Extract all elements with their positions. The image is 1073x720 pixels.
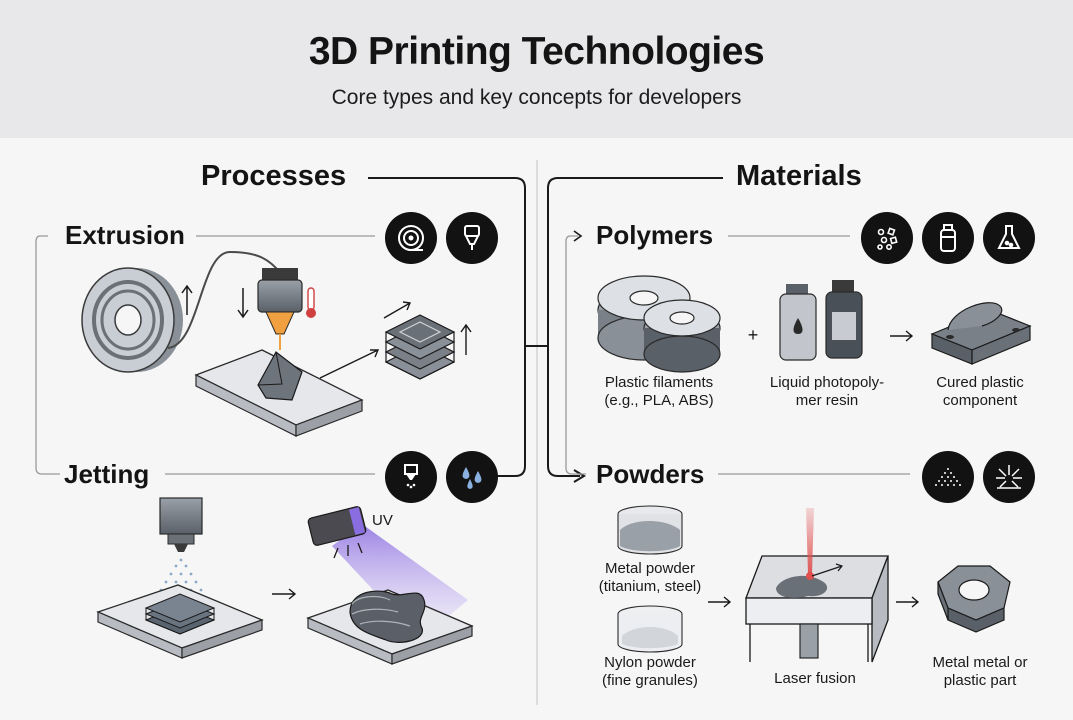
jetting-build-plate [96, 584, 264, 659]
nylon-powder-container [617, 605, 683, 653]
polymers-connector [565, 235, 586, 475]
polymers-heading: Polymers [596, 220, 714, 250]
cured-part [930, 302, 1032, 365]
layered-print [384, 314, 456, 380]
plus-sign: + [747, 325, 759, 345]
jetting-nozzle-icon [385, 451, 437, 503]
filament-spool-icon [385, 212, 437, 264]
filament-spool-illustration [81, 267, 183, 373]
pellets-icon [861, 212, 913, 264]
caption-filaments: Plastic filaments (e.g., PLA, ABS) [604, 374, 714, 409]
caption-metal-powder: Metal powder (titanium, steel) [598, 560, 702, 595]
processes-heading: Processes [201, 160, 347, 192]
resin-bottle-icon [922, 212, 974, 264]
caption-resin: Liquid photopoly- mer resin [769, 374, 885, 409]
thermometer [306, 287, 316, 318]
caption-final-part: Metal metal or plastic part [932, 654, 1028, 689]
filament-spools [597, 275, 721, 373]
powder-pile-icon [922, 451, 974, 503]
uv-build-plate [306, 589, 474, 665]
extrusion-connector [35, 235, 60, 475]
materials-connector [547, 177, 723, 477]
caption-nylon-powder: Nylon powder (fine granules) [602, 654, 698, 689]
extruder-head [257, 268, 303, 350]
materials-heading: Materials [736, 160, 862, 192]
filament-line [167, 250, 281, 349]
powders-heading: Powders [596, 459, 705, 489]
jetting-heading: Jetting [64, 459, 150, 489]
page-subtitle: Core types and key concepts for develope… [331, 86, 742, 109]
resin-bottles [779, 280, 863, 361]
page-title: 3D Printing Technologies [308, 30, 765, 73]
processes-connector [368, 177, 526, 477]
extruder-nozzle-icon [446, 212, 498, 264]
metal-powder-container [617, 505, 683, 555]
metal-gear-part [937, 565, 1011, 633]
caption-cured: Cured plastic component [936, 374, 1024, 409]
uv-label: UV [372, 512, 393, 529]
laser-burst-icon [983, 451, 1035, 503]
flask-icon [983, 212, 1035, 264]
liquid-drops-icon [446, 451, 498, 503]
extrusion-build-plate [194, 349, 364, 437]
extrusion-heading: Extrusion [65, 220, 185, 250]
header-banner: 3D Printing Technologies Core types and … [0, 0, 1073, 138]
laser-fusion-machine [745, 508, 889, 663]
jetting-print-head [159, 497, 203, 552]
caption-laser-fusion: Laser fusion [774, 670, 856, 687]
